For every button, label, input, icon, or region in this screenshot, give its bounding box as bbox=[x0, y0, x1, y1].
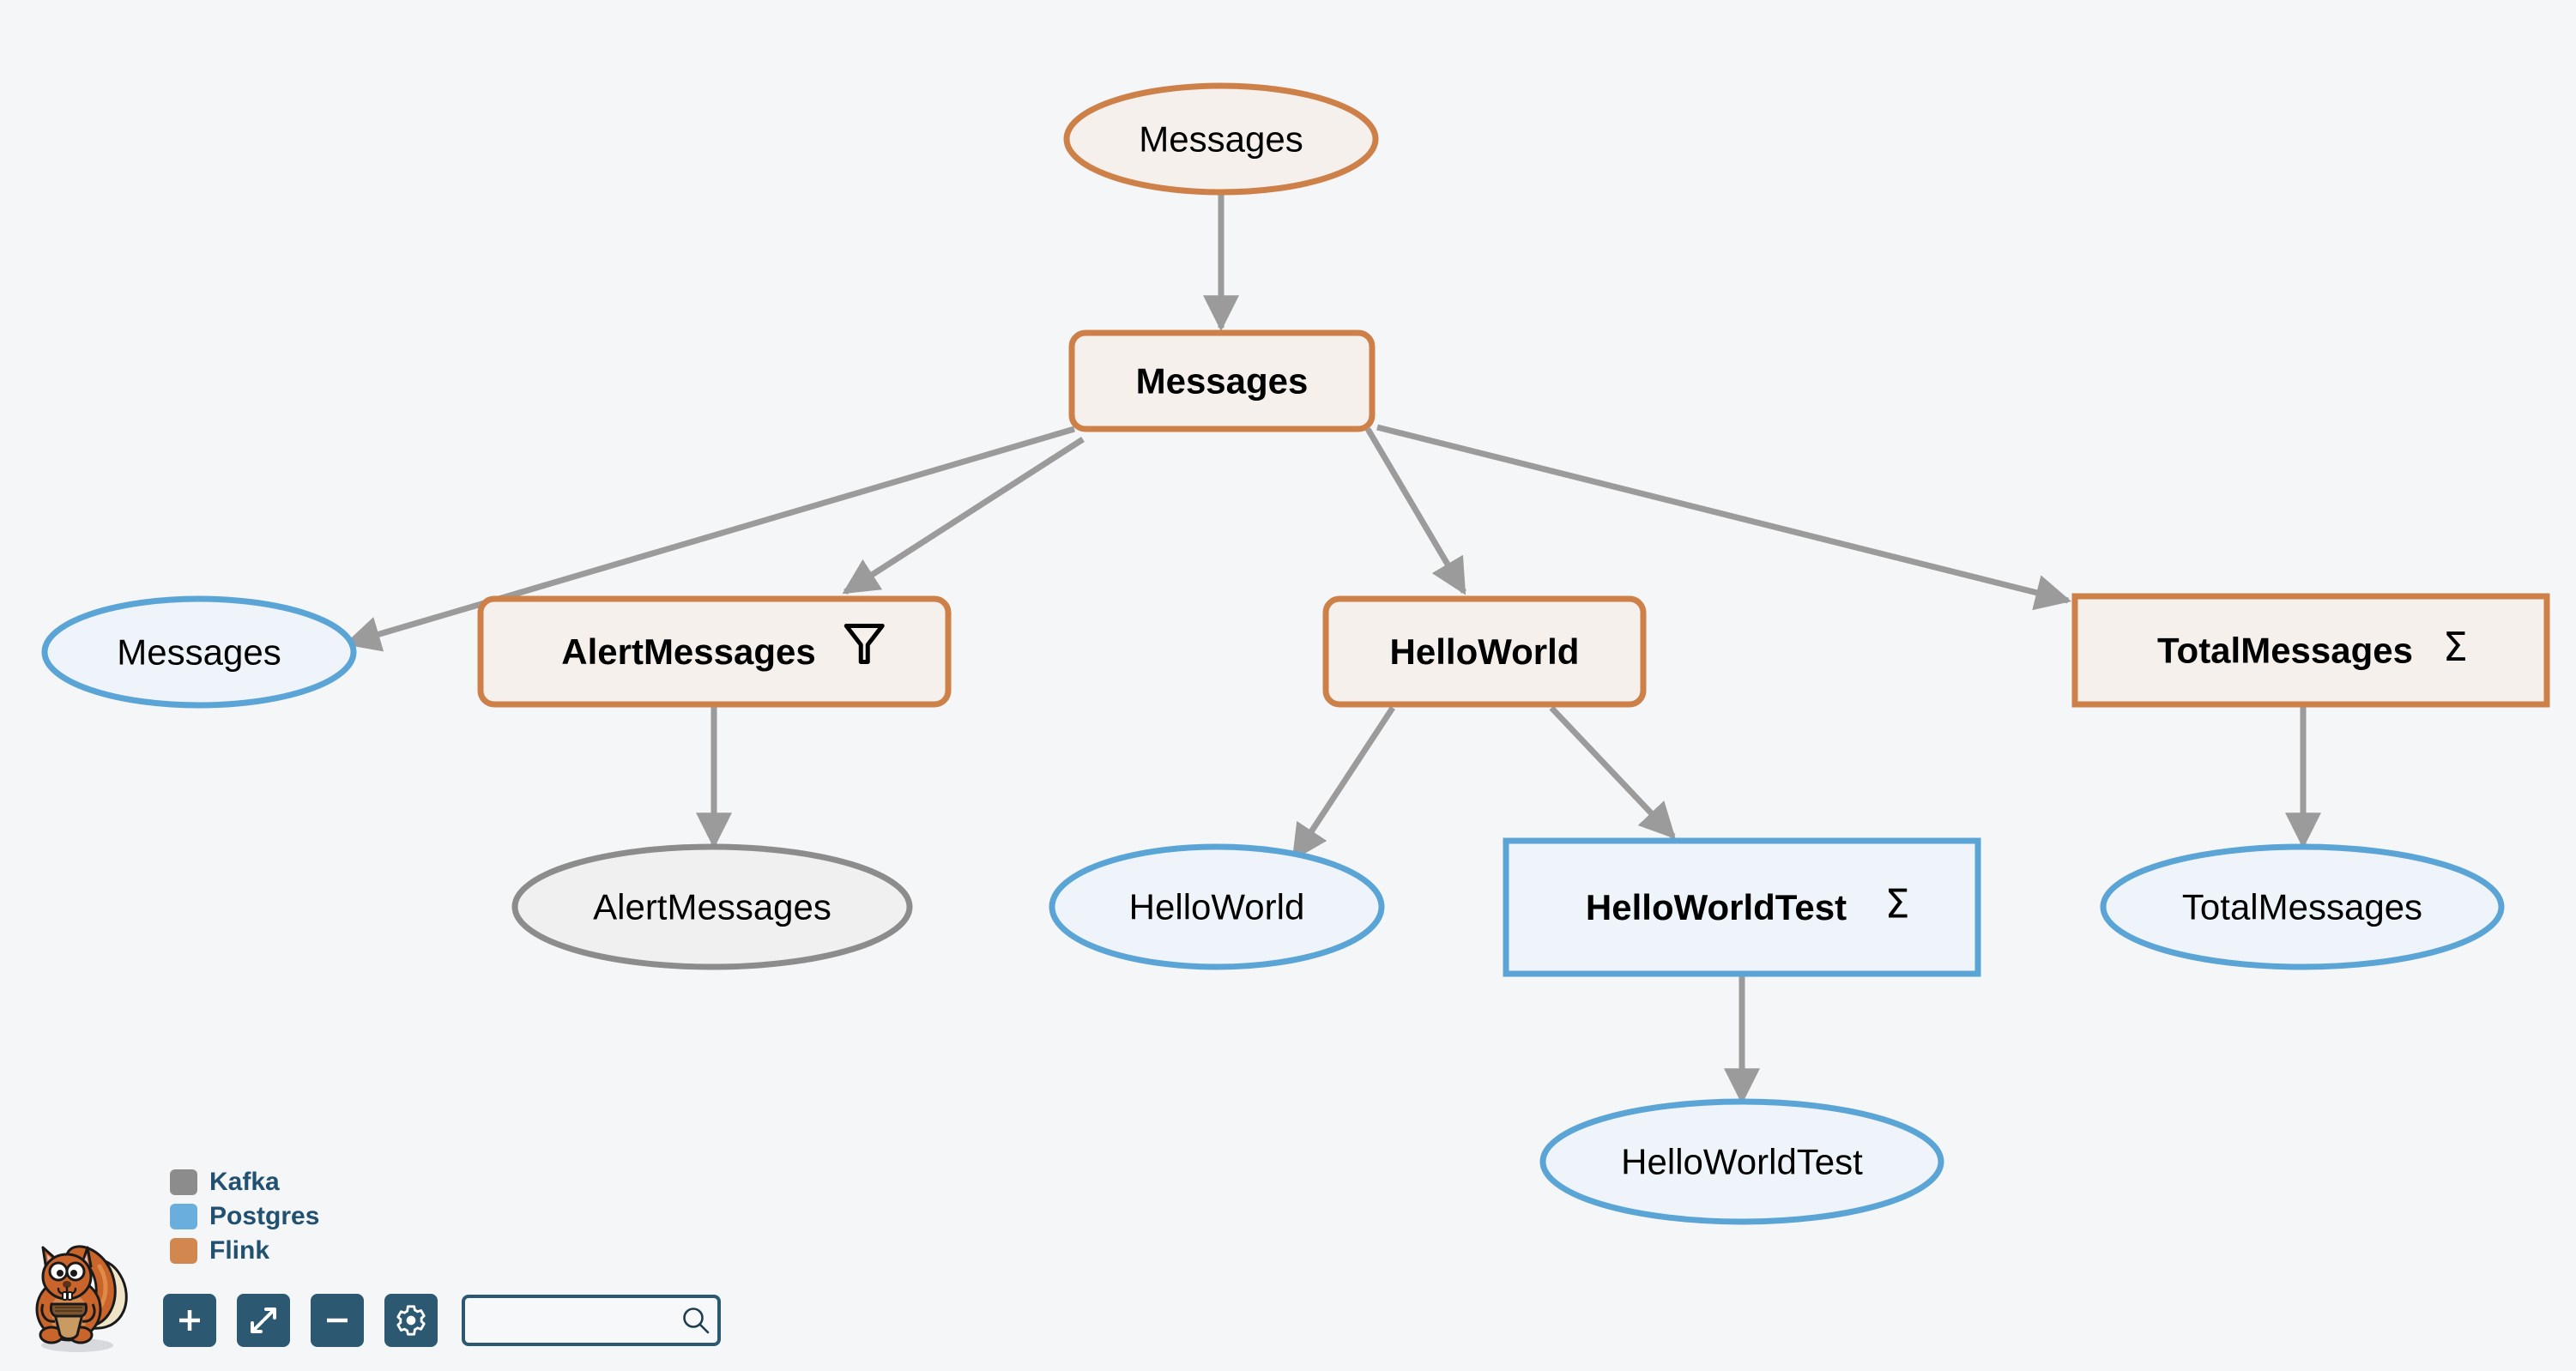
graph-node[interactable]: HelloWorld bbox=[1049, 843, 1385, 970]
node-label: Messages bbox=[1139, 119, 1303, 160]
graph-node[interactable]: HelloWorldTest bbox=[1539, 1098, 1944, 1225]
legend-label: Flink bbox=[209, 1236, 270, 1265]
graph-edge bbox=[1376, 424, 2072, 611]
zoom-out-button[interactable] bbox=[311, 1294, 364, 1347]
graph-node[interactable]: AlertMessages bbox=[511, 843, 913, 970]
node-shape-ellipse bbox=[41, 595, 357, 709]
node-label: TotalMessages bbox=[2182, 887, 2422, 927]
node-label: HelloWorldTest bbox=[1621, 1142, 1863, 1182]
graph-edge bbox=[343, 426, 1075, 652]
graph-node[interactable]: HelloWorld bbox=[1322, 595, 1647, 708]
node-shape-ellipse bbox=[1539, 1098, 1944, 1225]
node-label: Messages bbox=[117, 632, 281, 673]
legend-label: Kafka bbox=[209, 1168, 280, 1196]
search-field-wrapper[interactable] bbox=[462, 1295, 721, 1346]
node-label: HelloWorld bbox=[1129, 887, 1305, 927]
minus-icon bbox=[327, 1318, 348, 1323]
plus-icon bbox=[179, 1310, 200, 1331]
node-label: TotalMessages bbox=[2157, 631, 2413, 671]
node-shape-ellipse bbox=[2100, 843, 2505, 970]
node-label: HelloWorld bbox=[1390, 631, 1580, 672]
node-shape-rounded-rect bbox=[477, 595, 952, 708]
graph-node[interactable]: Messages bbox=[41, 595, 357, 709]
node-label: Messages bbox=[1136, 361, 1309, 402]
gear-icon bbox=[396, 1305, 426, 1336]
squirrel-mascot bbox=[35, 1245, 128, 1352]
legend-item-kafka[interactable]: Kafka bbox=[170, 1165, 319, 1199]
node-shape-ellipse bbox=[1049, 843, 1385, 970]
graph-node[interactable]: Messages bbox=[1063, 82, 1379, 196]
legend-item-postgres[interactable]: Postgres bbox=[170, 1199, 319, 1234]
graph-edge bbox=[842, 437, 1085, 595]
node-shape-rounded-rect bbox=[1068, 329, 1376, 432]
node-shape-rect bbox=[1503, 837, 1981, 977]
graph-node[interactable]: Messages bbox=[1068, 329, 1376, 432]
sigma-icon: Σ bbox=[1885, 881, 1910, 927]
node-shape-rect bbox=[2071, 593, 2550, 708]
graph-node[interactable]: TotalMessages bbox=[2100, 843, 2505, 970]
fit-screen-button[interactable] bbox=[237, 1294, 290, 1347]
graph-edge bbox=[1549, 705, 1676, 840]
node-shape-rounded-rect bbox=[1322, 595, 1647, 708]
graph-node[interactable]: TotalMessages Σ bbox=[2071, 593, 2550, 708]
legend-label: Postgres bbox=[209, 1202, 320, 1230]
sigma-icon: Σ bbox=[2443, 624, 2468, 670]
legend-swatch-flink bbox=[170, 1238, 197, 1264]
node-label: AlertMessages bbox=[561, 631, 815, 672]
settings-button[interactable] bbox=[384, 1294, 438, 1347]
search-input[interactable] bbox=[462, 1295, 721, 1346]
node-label: AlertMessages bbox=[593, 887, 831, 927]
legend-swatch-kafka bbox=[170, 1169, 197, 1195]
graph-node[interactable]: HelloWorldTest Σ bbox=[1503, 837, 1981, 977]
graph-edge bbox=[1364, 427, 1467, 595]
node-shape-ellipse bbox=[511, 843, 913, 970]
legend-item-flink[interactable]: Flink bbox=[170, 1234, 319, 1268]
filter-icon bbox=[844, 624, 885, 664]
legend-swatch-postgres bbox=[170, 1204, 197, 1229]
node-shape-ellipse bbox=[1063, 82, 1379, 196]
graph-edge bbox=[1291, 706, 1395, 861]
edges-layer bbox=[343, 193, 2321, 1105]
zoom-in-button[interactable] bbox=[163, 1294, 216, 1347]
graph-node[interactable]: AlertMessages bbox=[477, 595, 952, 708]
expand-icon bbox=[251, 1308, 276, 1333]
node-label: HelloWorldTest bbox=[1586, 887, 1847, 927]
canvas-toolbar bbox=[163, 1294, 721, 1347]
